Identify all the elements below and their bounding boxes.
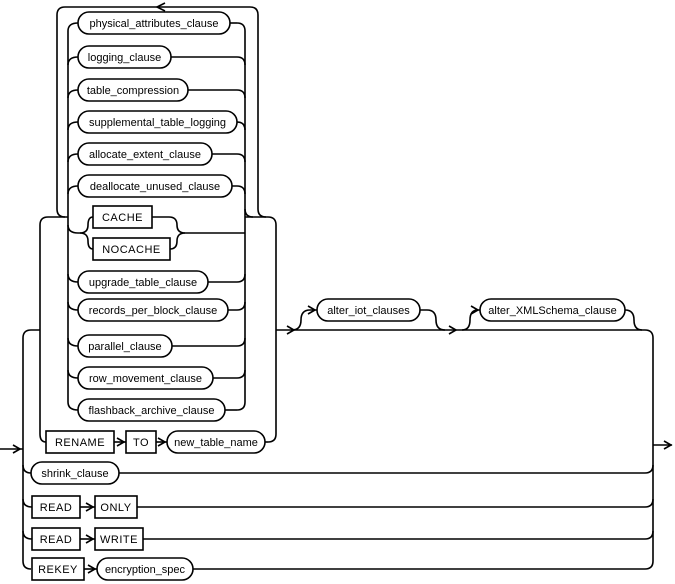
nodes: physical_attributes_clause logging_claus… [30,11,626,581]
rekey-encryption-arrow-icon [87,564,97,574]
svg-text:table_compression: table_compression [87,85,179,97]
node-encryption-spec: encryption_spec [96,557,194,581]
node-cache-keyword: CACHE [92,205,153,229]
svg-text:READ: READ [40,502,73,514]
wire-cache-split-up [78,216,94,234]
wire-branch-shrink [22,464,32,474]
iot-split-arrow-icon [286,325,296,335]
svg-text:deallocate_unused_clause: deallocate_unused_clause [90,181,220,193]
svg-text:alter_iot_clauses: alter_iot_clauses [327,305,410,317]
node-alter-iot-clauses: alter_iot_clauses [316,298,421,322]
wire-branch-read-write [22,530,33,540]
wire-left-outer-vertical [22,329,40,570]
node-read-keyword-1: READ [31,495,81,519]
node-logging-clause: logging_clause [77,45,172,69]
node-parallel-clause: parallel_clause [77,334,173,358]
node-records-per-block-clause: records_per_block_clause [77,298,229,322]
node-row-movement-clause: row_movement_clause [77,366,214,390]
xml-rejoin-arrow-icon [448,325,458,335]
read-write-arrow-icon [85,534,95,544]
wire-cache-split-down [79,232,94,250]
rename-to-arrow-icon [116,437,126,447]
node-allocate-extent-clause: allocate_extent_clause [77,142,213,166]
svg-text:flashback_archive_clause: flashback_archive_clause [89,405,215,417]
wire-stack-right-vertical [236,22,246,411]
node-write-keyword: WRITE [94,527,144,551]
exit-arrow-icon [663,440,673,450]
node-table-compression: table_compression [77,78,189,102]
wire-stack-left-vertical [67,22,79,411]
svg-text:row_movement_clause: row_movement_clause [89,373,202,385]
wire-iot-split [291,309,317,331]
node-physical-attributes-clause: physical_attributes_clause [77,11,231,35]
node-nocache-keyword: NOCACHE [92,237,171,261]
connector-lines [0,6,672,570]
node-new-table-name: new_table_name [166,430,266,454]
wire-xml-rejoin [624,309,643,331]
svg-text:NOCACHE: NOCACHE [102,244,161,256]
node-shrink-clause: shrink_clause [30,461,120,485]
svg-text:new_table_name: new_table_name [174,437,258,449]
svg-text:WRITE: WRITE [100,534,138,546]
arrowheads [12,2,673,574]
wire-upper-alt-vertical [39,216,49,443]
node-rename-keyword: RENAME [45,430,115,454]
entry-arrow-icon [12,444,22,454]
svg-text:records_per_block_clause: records_per_block_clause [89,305,217,317]
wire-branch-read-only [22,498,33,508]
node-upgrade-table-clause: upgrade_table_clause [77,270,209,294]
wire-read-write-row [143,530,654,540]
node-flashback-archive-clause: flashback_archive_clause [77,398,226,422]
svg-text:encryption_spec: encryption_spec [105,564,186,576]
node-only-keyword: ONLY [94,495,138,519]
wire-main-output [276,329,654,570]
svg-text:physical_attributes_clause: physical_attributes_clause [89,18,218,30]
svg-text:allocate_extent_clause: allocate_extent_clause [89,149,201,161]
svg-text:supplemental_table_logging: supplemental_table_logging [89,117,226,129]
node-supplemental-table-logging: supplemental_table_logging [77,110,238,134]
iot-entry-arrow-icon [307,305,317,315]
svg-text:ONLY: ONLY [100,502,131,514]
node-rekey-keyword: REKEY [31,557,85,581]
svg-text:CACHE: CACHE [102,212,143,224]
svg-text:RENAME: RENAME [55,437,105,449]
node-alter-xmlschema-clause: alter_XMLSchema_clause [479,298,626,322]
wire-iot-rejoin [420,309,446,331]
loop-back-arrow-icon [155,2,166,12]
wire-xml-split [461,309,480,331]
svg-text:logging_clause: logging_clause [88,52,161,64]
svg-text:READ: READ [40,534,73,546]
wire-upper-merge-vertical [245,216,277,443]
read-only-arrow-icon [85,502,95,512]
svg-text:REKEY: REKEY [38,564,78,576]
svg-text:shrink_clause: shrink_clause [41,468,108,480]
svg-text:TO: TO [133,437,149,449]
wire-shrink-row [119,464,654,474]
wire-cache-merge-up [152,216,186,234]
wire-read-only-row [137,498,654,508]
svg-text:alter_XMLSchema_clause: alter_XMLSchema_clause [488,305,616,317]
node-to-keyword: TO [125,430,157,454]
svg-text:parallel_clause: parallel_clause [88,341,161,353]
xml-entry-arrow-icon [470,305,480,315]
svg-text:upgrade_table_clause: upgrade_table_clause [89,277,197,289]
node-read-keyword-2: READ [31,527,81,551]
node-deallocate-unused-clause: deallocate_unused_clause [77,174,233,198]
wire-cache-merge-down [169,232,186,250]
to-new-table-name-arrow-icon [157,437,167,447]
